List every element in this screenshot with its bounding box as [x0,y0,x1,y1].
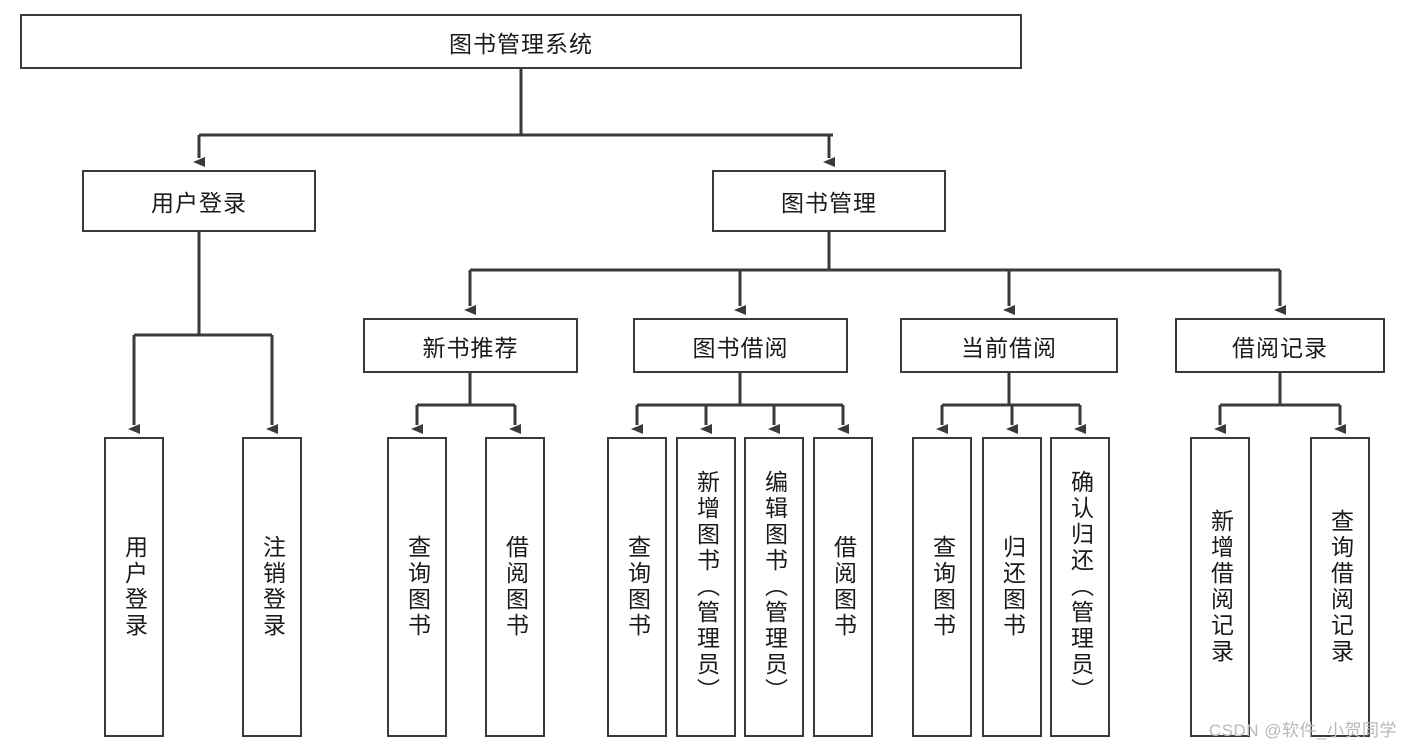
node-current-borrow[interactable]: 当前借阅 [900,318,1118,373]
node-leaf-borrow-book-1-label: 借阅图书 [502,535,529,639]
node-leaf-add-book-label: 新增图书（管理员） [693,470,720,704]
node-book-manage[interactable]: 图书管理 [712,170,946,232]
node-leaf-query-book-2-label: 查询图书 [624,535,651,639]
node-root-label: 图书管理系统 [449,30,593,57]
node-leaf-user-login[interactable]: 用户登录 [104,437,164,737]
node-leaf-query-book-1-label: 查询图书 [404,535,431,639]
node-leaf-query-book-2[interactable]: 查询图书 [607,437,667,737]
node-book-borrow[interactable]: 图书借阅 [633,318,848,373]
node-current-borrow-label: 当前借阅 [961,334,1057,361]
node-leaf-edit-book-label: 编辑图书（管理员） [761,470,788,704]
node-leaf-add-book[interactable]: 新增图书（管理员） [676,437,736,737]
node-leaf-query-book-3[interactable]: 查询图书 [912,437,972,737]
node-new-book-recommend[interactable]: 新书推荐 [363,318,578,373]
node-book-manage-label: 图书管理 [781,190,877,216]
node-leaf-logout-login-label: 注销登录 [259,535,286,639]
node-leaf-add-record[interactable]: 新增借阅记录 [1190,437,1250,737]
node-leaf-query-record-label: 查询借阅记录 [1327,509,1354,665]
node-root[interactable]: 图书管理系统 [20,14,1022,69]
node-leaf-user-login-label: 用户登录 [121,535,148,639]
node-leaf-confirm-return[interactable]: 确认归还（管理员） [1050,437,1110,737]
node-leaf-confirm-return-label: 确认归还（管理员） [1067,470,1094,704]
node-leaf-query-book-1[interactable]: 查询图书 [387,437,447,737]
node-borrow-record-label: 借阅记录 [1232,334,1328,361]
node-leaf-logout-login[interactable]: 注销登录 [242,437,302,737]
node-book-borrow-label: 图书借阅 [692,334,789,361]
node-leaf-query-book-3-label: 查询图书 [929,535,956,639]
node-leaf-return-book-label: 归还图书 [999,535,1026,639]
node-borrow-record[interactable]: 借阅记录 [1175,318,1385,373]
node-leaf-borrow-book-1[interactable]: 借阅图书 [485,437,545,737]
csdn-watermark: CSDN @软件_小贺同学 [1208,721,1397,740]
node-leaf-edit-book[interactable]: 编辑图书（管理员） [744,437,804,737]
node-user-login-label: 用户登录 [151,190,247,216]
node-leaf-borrow-book-2-label: 借阅图书 [830,535,857,639]
node-leaf-add-record-label: 新增借阅记录 [1207,509,1234,665]
node-leaf-borrow-book-2[interactable]: 借阅图书 [813,437,873,737]
node-leaf-query-record[interactable]: 查询借阅记录 [1310,437,1370,737]
node-leaf-return-book[interactable]: 归还图书 [982,437,1042,737]
node-new-book-recommend-label: 新书推荐 [422,334,519,361]
node-user-login[interactable]: 用户登录 [82,170,316,232]
